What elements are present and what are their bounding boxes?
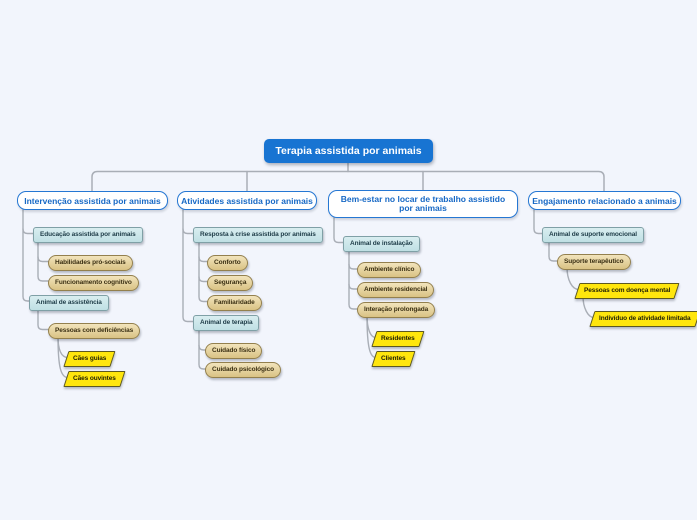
node-residentes-label: Residentes [381, 335, 415, 342]
node-pessoas-doenca-mental[interactable]: Pessoas com doença mental [574, 283, 680, 299]
node-individuo-atividade-limitada-label: Indivíduo de atividade limitada [599, 315, 691, 322]
node-residentes[interactable]: Residentes [371, 331, 425, 347]
node-seguranca[interactable]: Segurança [207, 275, 254, 291]
node-caes-guias[interactable]: Cães guias [63, 351, 116, 367]
node-interacao-prolongada[interactable]: Interação prolongada [357, 302, 436, 318]
node-animal-suporte-emocional[interactable]: Animal de suporte emocional [542, 227, 644, 243]
branch-node-bem-estar-trabalho[interactable]: Bem-estar no locar de trabalho assistido… [328, 190, 518, 218]
node-familiaridade[interactable]: Familiaridade [207, 295, 262, 311]
node-ambiente-clinico[interactable]: Ambiente clínico [357, 262, 422, 278]
node-suporte-terapeutico[interactable]: Suporte terapêutico [557, 254, 631, 270]
node-animal-de-assistencia[interactable]: Animal de assistência [29, 295, 109, 311]
node-educacao-assistida[interactable]: Educação assistida por animais [33, 227, 143, 243]
node-cuidado-psicologico[interactable]: Cuidado psicológico [205, 362, 282, 378]
branch-node-intervencao-assistida[interactable]: Intervenção assistida por animais [17, 191, 168, 210]
node-conforto[interactable]: Conforto [207, 255, 248, 271]
node-caes-ouvintes[interactable]: Cães ouvintes [63, 371, 126, 387]
node-ambiente-residencial[interactable]: Ambiente residencial [357, 282, 435, 298]
node-animal-de-terapia[interactable]: Animal de terapia [193, 315, 260, 331]
branch-node-engajamento-animais[interactable]: Engajamento relacionado a animais [528, 191, 681, 210]
node-caes-guias-label: Cães guias [73, 355, 107, 362]
node-funcionamento-cognitivo[interactable]: Funcionamento cognitivo [48, 275, 139, 291]
node-habilidades-pro-sociais[interactable]: Habilidades pró-sociais [48, 255, 133, 271]
branch-node-atividades-assistida[interactable]: Atividades assistida por animais [177, 191, 317, 210]
node-clientes-label: Clientes [381, 355, 406, 362]
node-caes-ouvintes-label: Cães ouvintes [73, 375, 116, 382]
node-animal-de-instalacao[interactable]: Animal de instalação [343, 236, 420, 252]
root-node-terapia-assistida[interactable]: Terapia assistida por animais [264, 139, 433, 163]
node-clientes[interactable]: Clientes [371, 351, 416, 367]
node-cuidado-fisico[interactable]: Cuidado físico [205, 343, 263, 359]
node-resposta-a-crise[interactable]: Resposta à crise assistida por animais [193, 227, 323, 243]
node-pessoas-com-deficiencias[interactable]: Pessoas com deficiências [48, 323, 141, 339]
node-individuo-atividade-limitada[interactable]: Indivíduo de atividade limitada [589, 311, 697, 327]
node-pessoas-doenca-mental-label: Pessoas com doença mental [584, 287, 671, 294]
